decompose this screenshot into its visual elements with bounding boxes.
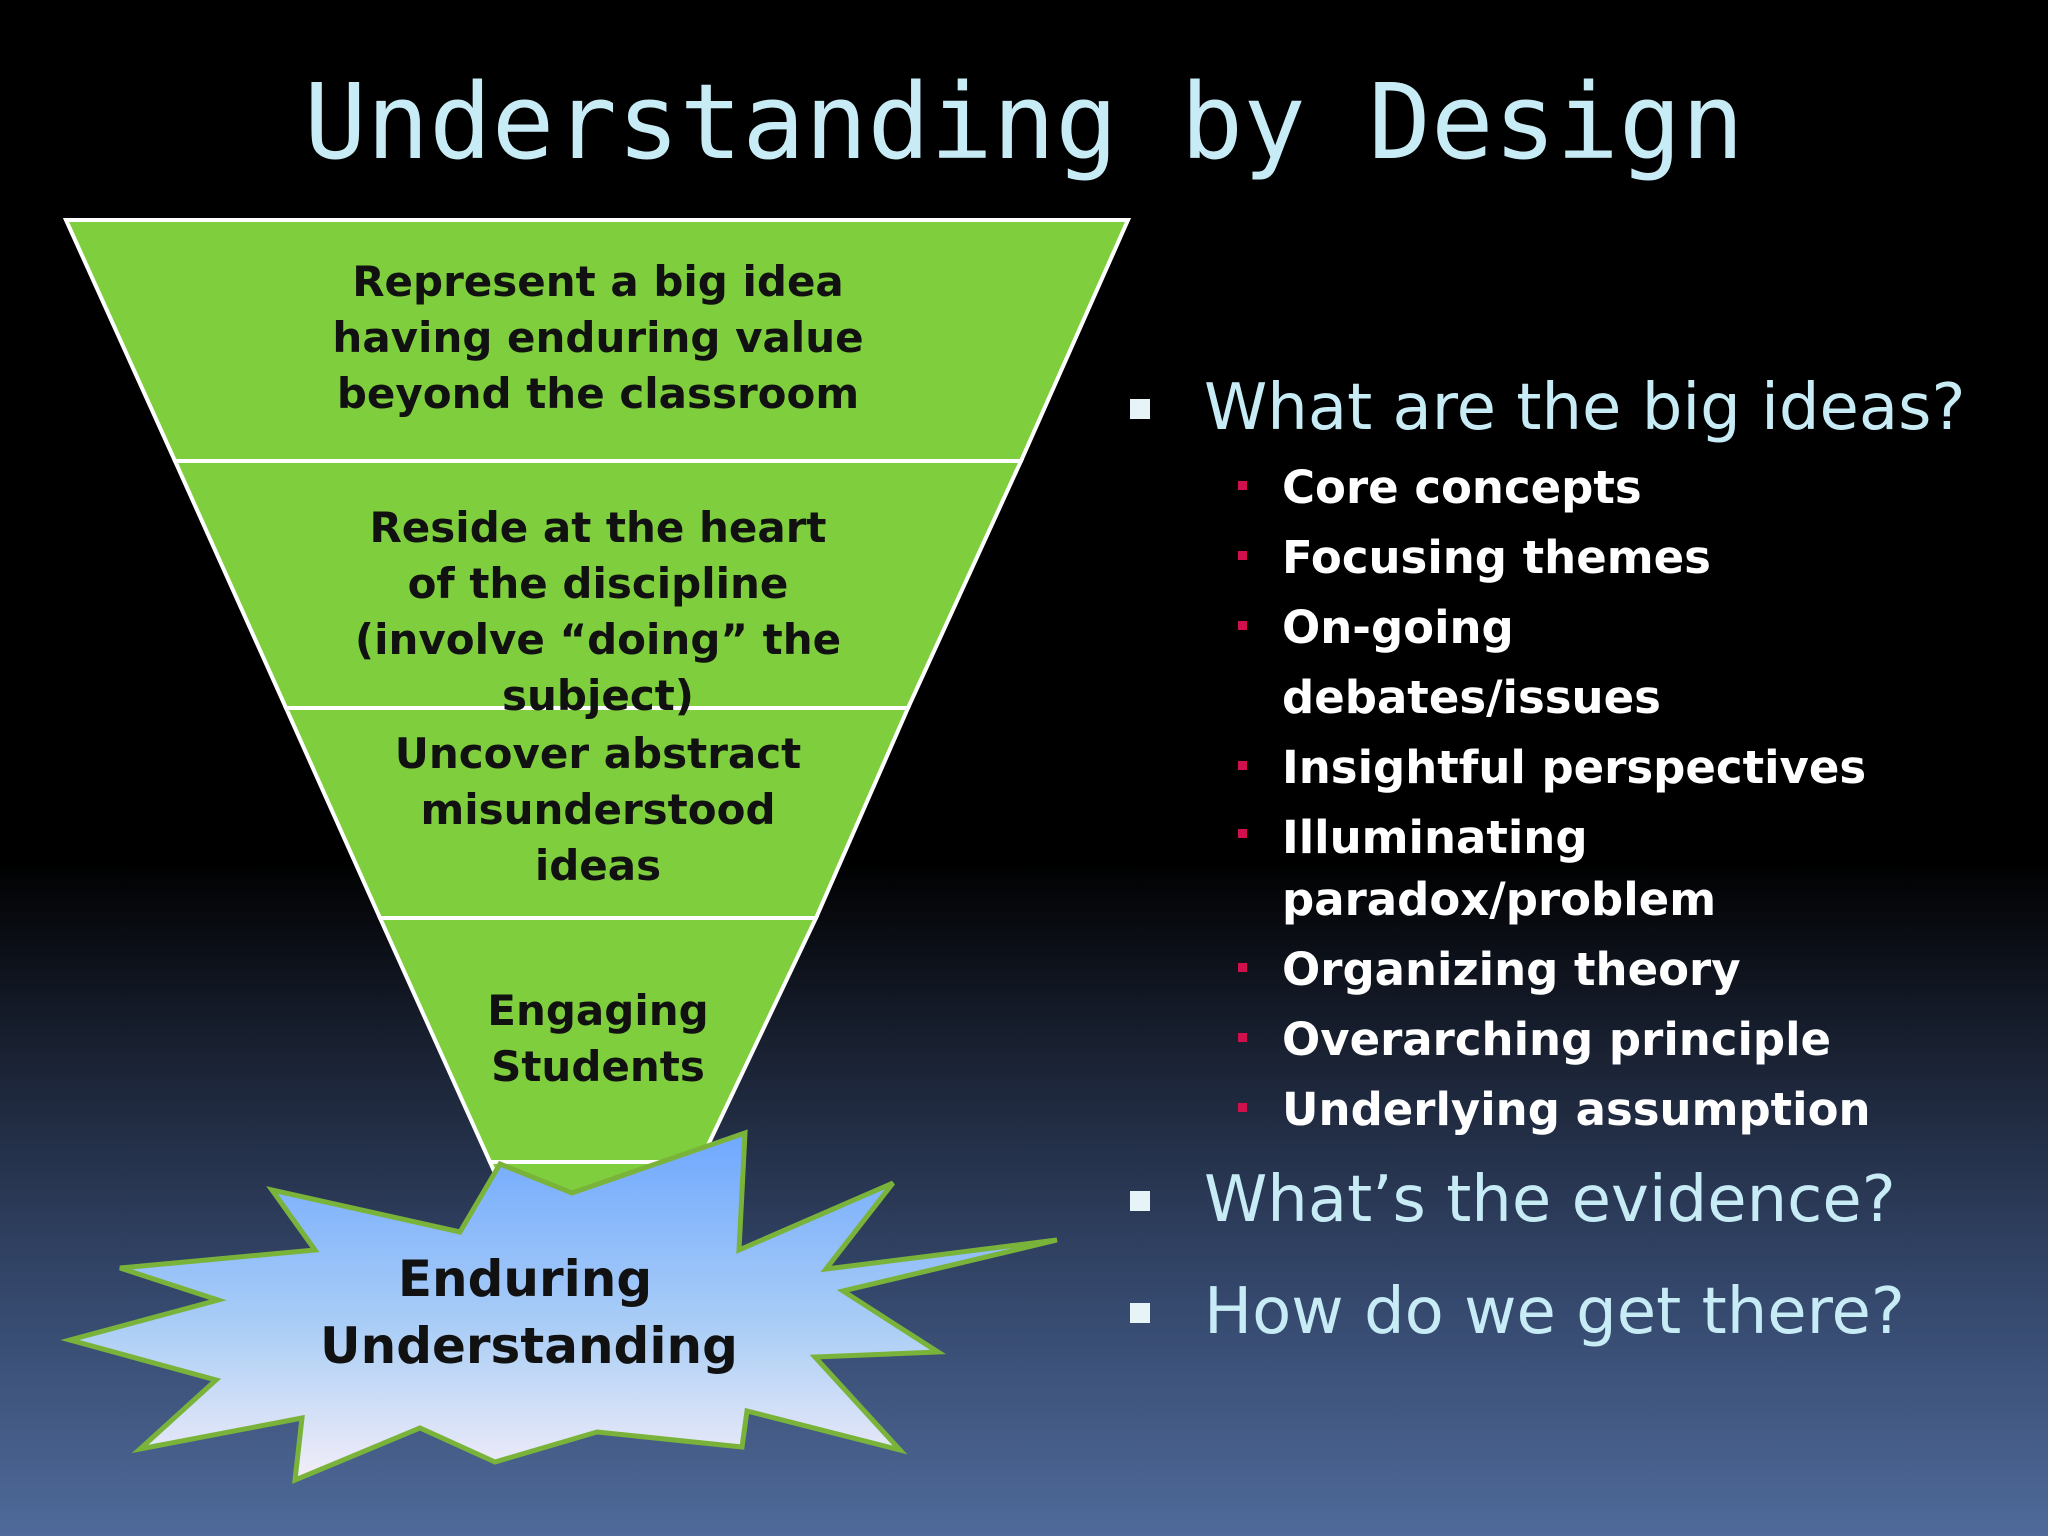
bullet-evidence: What’s the evidence? (1128, 1157, 2028, 1243)
bullet-get-there: How do we get there? (1128, 1269, 2028, 1355)
square-bullet-icon (1238, 481, 1247, 490)
slide-title: Understanding by Design (303, 61, 1745, 183)
square-bullet-icon (1238, 761, 1247, 770)
sub-item-text: Core concepts (1282, 461, 1642, 514)
square-bullet-icon (1238, 963, 1247, 972)
square-bullet-icon (1238, 1033, 1247, 1042)
bullet-big-ideas: What are the big ideas? (1128, 365, 2028, 451)
sub-item-organizing-theory: Organizing theory (1128, 935, 1902, 1005)
square-bullet-icon (1130, 399, 1150, 419)
burst-line-2: Understanding (320, 1317, 738, 1375)
sub-item-text: On-going debates/issues (1282, 601, 1661, 724)
sub-item-debates: On-going debates/issues (1128, 593, 1902, 733)
sub-item-text: Focusing themes (1282, 531, 1711, 584)
square-bullet-icon (1238, 621, 1247, 630)
square-bullet-icon (1130, 1191, 1150, 1211)
sub-item-text: Illuminating paradox/problem (1282, 811, 1717, 926)
sub-item-focusing-themes: Focusing themes (1128, 523, 1902, 593)
sub-item-text: Overarching principle (1282, 1013, 1832, 1066)
square-bullet-icon (1238, 551, 1247, 560)
sub-item-paradox: Illuminating paradox/problem (1128, 803, 1716, 935)
enduring-understanding-burst (60, 1129, 1058, 1484)
bullet-list: What are the big ideas? Core concepts Fo… (1128, 365, 2028, 1355)
enduring-understanding-label: Enduring Understanding (320, 1246, 738, 1380)
bullet-big-ideas-text: What are the big ideas? (1204, 371, 1966, 445)
burst-line-1: Enduring (397, 1250, 653, 1308)
big-ideas-sub-list: Core concepts Focusing themes On-going d… (1128, 453, 2028, 1145)
sub-item-perspectives: Insightful perspectives (1128, 733, 1902, 803)
sub-item-text: Organizing theory (1282, 943, 1741, 996)
funnel-layer-1-text: Represent a big idea having enduring val… (332, 257, 864, 418)
sub-item-core-concepts: Core concepts (1128, 453, 1902, 523)
square-bullet-icon (1238, 1103, 1247, 1112)
square-bullet-icon (1238, 829, 1247, 838)
sub-item-text: Underlying assumption (1282, 1083, 1871, 1136)
square-bullet-icon (1130, 1303, 1150, 1323)
sub-item-underlying-assumption: Underlying assumption (1128, 1075, 1902, 1145)
funnel-layer-2-text: Reside at the heart of the discipline (i… (354, 503, 842, 720)
sub-item-text: Insightful perspectives (1282, 741, 1867, 794)
funnel-layer-4-text: Engaging Students (487, 986, 709, 1091)
sub-item-overarching-principle: Overarching principle (1128, 1005, 1902, 1075)
bullet-get-there-text: How do we get there? (1204, 1275, 1905, 1349)
bullet-evidence-text: What’s the evidence? (1204, 1163, 1896, 1237)
funnel-layer-3-text: Uncover abstract misunderstood ideas (394, 729, 802, 890)
